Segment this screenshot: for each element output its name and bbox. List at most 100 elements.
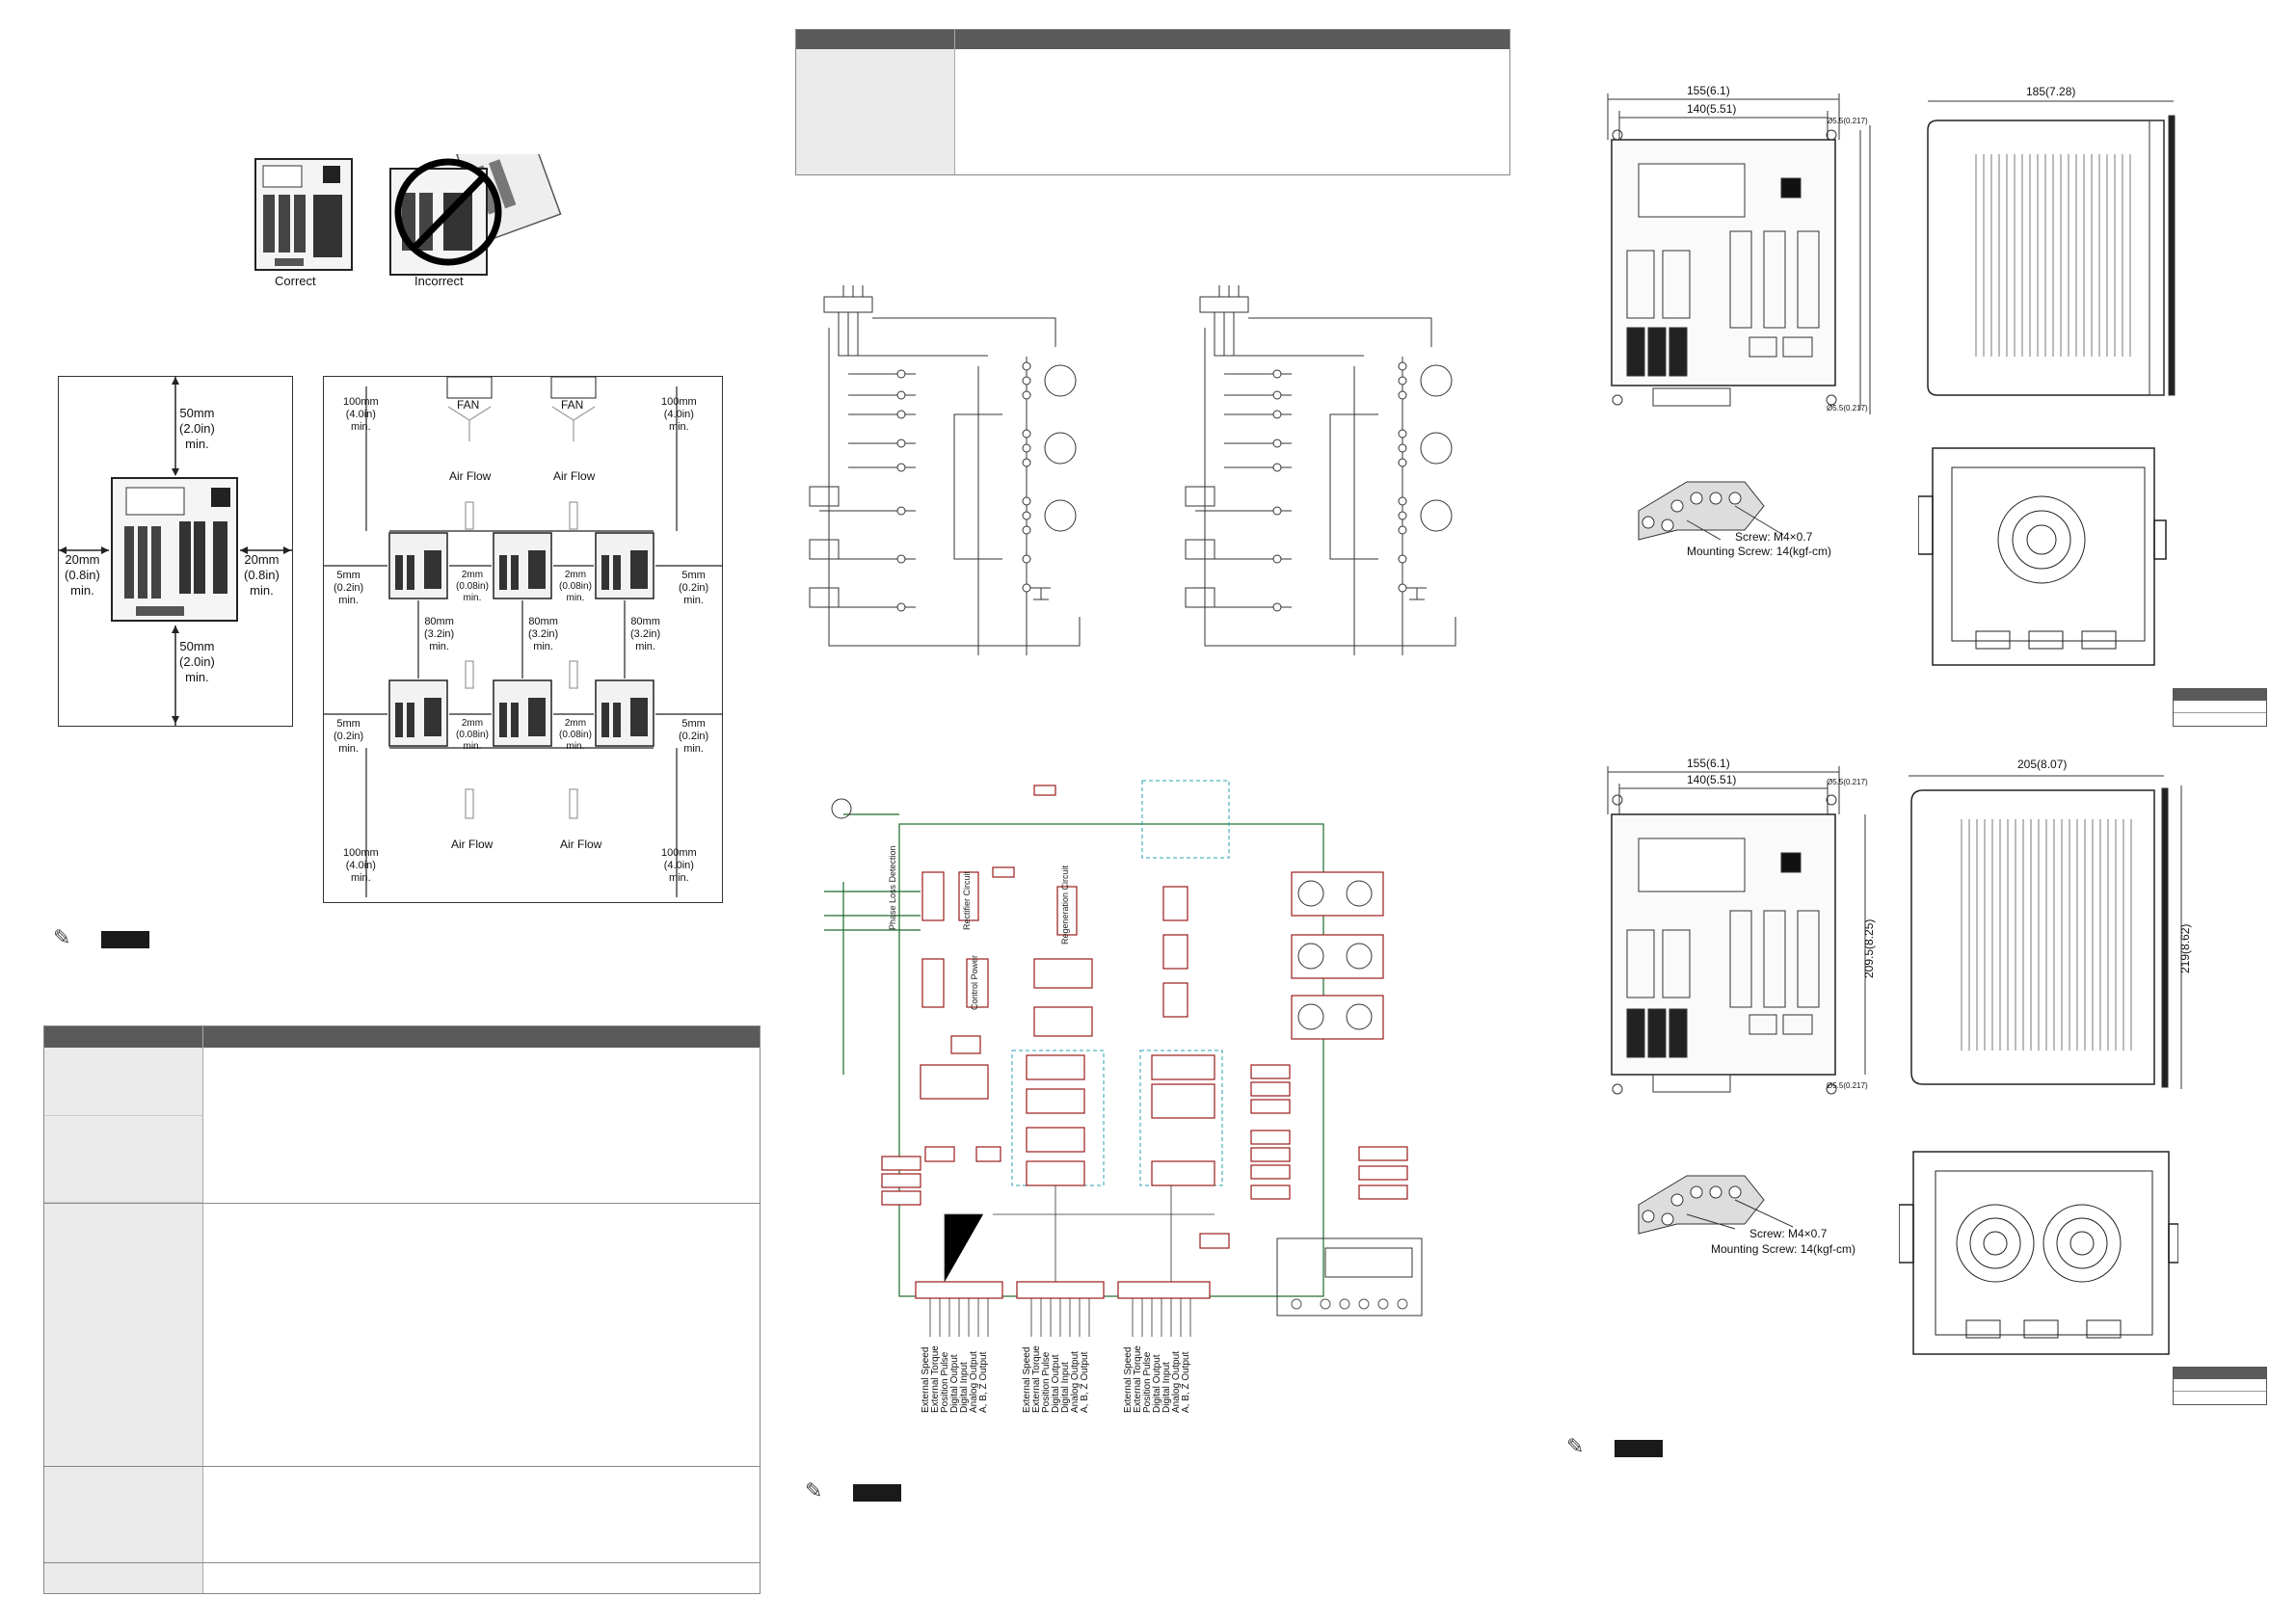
table-column-divider <box>202 1026 203 1593</box>
table-first-column <box>796 49 954 174</box>
multi-clearance-figure: FAN FAN Air Flow Air Flow Air Flow Air F… <box>323 376 723 903</box>
width-outer-dim: 155(6.1) <box>1687 757 1730 770</box>
fan-label-1: FAN <box>457 398 480 412</box>
terminal-block-drawing <box>1638 481 1784 541</box>
top-left-clearance: 100mm(4.0in)min. <box>343 396 379 433</box>
block-diagram-drawing <box>824 780 1423 1337</box>
regeneration-label: Regeneration Circuit <box>1060 865 1070 945</box>
note-pencil-icon: ✎ <box>53 926 71 950</box>
bottom-left-clearance: 100mm(4.0in)min. <box>343 847 379 884</box>
middle-table <box>795 29 1510 175</box>
terminal-detail-small: Screw: M4×0.7 Mounting Screw: 14(kgf-cm) <box>1629 477 1880 573</box>
note-tag <box>853 1484 901 1502</box>
gap-clearance: 2mm(0.08in)min. <box>456 570 489 603</box>
table-row-divider <box>44 1203 760 1204</box>
bottom-view-large-drawing <box>1899 1151 2178 1355</box>
side-clearance-left: 5mm(0.2in)min. <box>334 570 364 606</box>
hole-bottom-dim: Ø5.5(0.217) <box>1827 1081 1868 1090</box>
top-right-clearance: 100mm(4.0in)min. <box>661 396 697 433</box>
right-clearance: 20mm(0.8in)min. <box>244 552 280 598</box>
air-flow-label: Air Flow <box>451 838 494 851</box>
table-header <box>2174 689 2266 701</box>
side-view-large: 205(8.07) 219(8.62) <box>1904 758 2193 1099</box>
bottom-view-small-drawing <box>1918 447 2167 666</box>
side-view-large-drawing <box>1909 775 2182 1089</box>
control-power-label: Control Power <box>970 954 979 1010</box>
note-tag <box>101 931 149 948</box>
vertical-clearance: 80mm(3.2in)min. <box>528 616 559 652</box>
wiring-schematic-drawing <box>809 285 1081 655</box>
small-table <box>2173 1367 2267 1405</box>
front-view-large <box>1607 766 1866 1095</box>
left-table <box>43 1025 761 1594</box>
depth-dim: 205(8.07) <box>2017 758 2068 771</box>
hole-bottom-dim: Ø5.5(0.217) <box>1827 404 1868 412</box>
gap-clearance: 2mm(0.08in)min. <box>559 570 592 603</box>
table-row-divider <box>44 1202 202 1203</box>
table-row-divider <box>44 1115 202 1116</box>
single-clearance-figure: 50mm(2.0in)min. 50mm(2.0in)min. 20mm(0.8… <box>58 376 293 727</box>
left-clearance: 20mm(0.8in)min. <box>65 552 100 598</box>
front-view-small <box>1607 93 1871 414</box>
correct-label: Correct <box>275 274 316 288</box>
small-table <box>2173 688 2267 727</box>
mounting-label: Mounting Screw: 14(kgf-cm) <box>1687 545 1832 558</box>
terminal-detail-large: Screw: M4×0.7 Mounting Screw: 14(kgf-cm) <box>1629 1171 1880 1267</box>
hole-top-dim: Ø5.5(0.217) <box>1827 117 1868 125</box>
wiring-schematic-drawing <box>1185 285 1456 655</box>
table-header <box>796 30 1509 49</box>
top-clearance: 50mm(2.0in)min. <box>179 406 215 451</box>
air-flow-label: Air Flow <box>449 469 492 483</box>
gap-clearance: 2mm(0.08in)min. <box>559 718 592 752</box>
table-row-divider <box>44 1562 760 1563</box>
vertical-clearance: 80mm(3.2in)min. <box>630 616 661 652</box>
io-label: A, B, Z Output <box>1181 1351 1191 1413</box>
wiring-schematic-1 <box>800 270 1089 655</box>
hole-top-dim: Ø5.5(0.217) <box>1827 778 1868 786</box>
width-inner-dim: 140(5.51) <box>1687 102 1737 116</box>
table-row-divider <box>2174 1391 2266 1392</box>
height-inner-dim: 209.5(8.25) <box>1862 918 1876 978</box>
side-clearance-right: 5mm(0.2in)min. <box>679 570 709 606</box>
table-header <box>44 1026 760 1048</box>
single-clearance-drawing <box>59 377 292 726</box>
fan-label-2: FAN <box>561 398 584 412</box>
orientation-figure: Correct Incorrect <box>246 154 574 299</box>
table-first-column <box>44 1048 202 1593</box>
side-clearance-left: 5mm(0.2in)min. <box>334 718 364 755</box>
bottom-view-small <box>1918 443 2169 675</box>
side-view-small: 185(7.28) <box>1918 85 2188 405</box>
table-header <box>2174 1368 2266 1379</box>
phase-loss-label: Phase Loss Detection <box>888 845 897 930</box>
io-label: A, B, Z Output <box>1080 1351 1090 1413</box>
table-row-divider <box>2174 712 2266 713</box>
multi-clearance-drawing <box>324 377 722 897</box>
note-pencil-icon: ✎ <box>805 1479 823 1503</box>
note-tag <box>1615 1440 1663 1457</box>
dim-drawing-large: 155(6.1) 140(5.51) Ø5.5(0.217) Ø5.5(0.21… <box>1590 757 1909 1104</box>
terminal-block-drawing <box>1638 1175 1794 1235</box>
depth-dim: 185(7.28) <box>2026 85 2076 98</box>
screw-label: Screw: M4×0.7 <box>1749 1227 1828 1240</box>
vertical-clearance: 80mm(3.2in)min. <box>424 616 455 652</box>
mounting-label: Mounting Screw: 14(kgf-cm) <box>1711 1242 1856 1256</box>
wiring-schematic-2 <box>1176 270 1465 655</box>
note-pencil-icon: ✎ <box>1566 1435 1585 1459</box>
bottom-view-large <box>1899 1147 2178 1364</box>
bottom-clearance: 50mm(2.0in)min. <box>179 639 215 684</box>
air-flow-label: Air Flow <box>560 838 602 851</box>
side-view-small-drawing <box>1927 100 2176 396</box>
screw-label: Screw: M4×0.7 <box>1735 530 1813 544</box>
height-outer-dim: 219(8.62) <box>2178 923 2192 973</box>
rectifier-label: Rectifier Circuit <box>962 870 972 930</box>
width-outer-dim: 155(6.1) <box>1687 84 1730 97</box>
air-flow-label: Air Flow <box>553 469 596 483</box>
gap-clearance: 2mm(0.08in)min. <box>456 718 489 752</box>
incorrect-label: Incorrect <box>414 274 464 288</box>
io-label: A, B, Z Output <box>978 1351 989 1413</box>
table-row-divider <box>44 1466 760 1467</box>
side-clearance-right: 5mm(0.2in)min. <box>679 718 709 755</box>
block-diagram: Phase Loss Detection Rectifier Circuit R… <box>824 776 1431 1413</box>
dim-drawing-small: 155(6.1) 140(5.51) Ø5.5(0.217) Ø5.5(0.21… <box>1590 82 1880 429</box>
orientation-drawing <box>254 154 562 276</box>
